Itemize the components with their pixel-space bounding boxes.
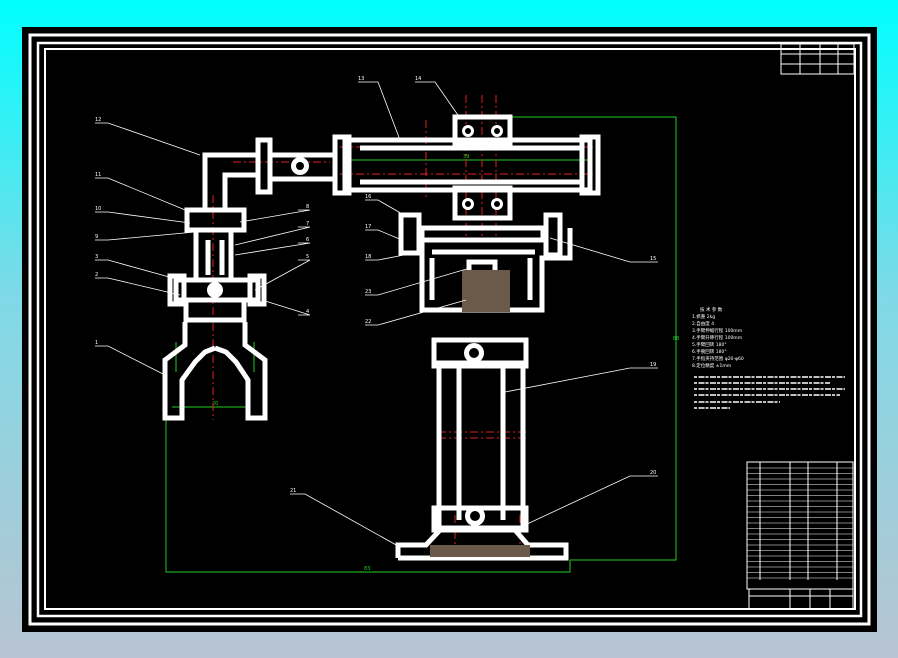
- gripper-right-finger: [214, 322, 268, 421]
- label-12: 12: [95, 117, 101, 123]
- dim-right-height: 88: [673, 336, 679, 342]
- label-14: 14: [415, 76, 421, 82]
- label-13: 13: [358, 76, 364, 82]
- guide-block-top: [452, 114, 513, 148]
- hatched-base: [430, 545, 530, 557]
- label-11: 11: [95, 172, 101, 178]
- border-line-3: [44, 48, 856, 610]
- label-6: 6: [306, 237, 309, 243]
- label-18: 18: [365, 254, 371, 260]
- label-4: 4: [306, 309, 309, 315]
- hatched-shaft: [462, 270, 510, 312]
- outer-frame: [22, 27, 877, 632]
- label-3: 3: [95, 254, 98, 260]
- note-3: 3.手臂伸缩行程 100mm: [692, 327, 742, 334]
- note-1: 1.抓重 2kg: [692, 313, 715, 320]
- label-21: 21: [290, 488, 296, 494]
- label-7: 7: [306, 221, 309, 227]
- gripper-neck: [183, 302, 247, 323]
- gripper-left-nut: [167, 273, 187, 307]
- label-19: 19: [650, 362, 656, 368]
- waist-plate: [416, 225, 546, 243]
- note-4: 4.手臂升降行程 100mm: [692, 334, 742, 341]
- label-1: 1: [95, 340, 98, 346]
- title-block: [748, 588, 854, 610]
- arm-end-cap-right: [579, 134, 601, 196]
- waist-flange-right: [543, 212, 563, 258]
- note-8: 8.定位精度 ±1mm: [692, 362, 731, 369]
- parts-list-table: [746, 461, 854, 590]
- note-5: 5.手臂回转 180°: [692, 341, 727, 348]
- note-6: 6.手腕回转 180°: [692, 348, 727, 355]
- dim-arm-bore: 39: [463, 154, 469, 160]
- border-line-2: [36, 41, 863, 618]
- label-9: 9: [95, 234, 98, 240]
- label-20: 20: [650, 470, 656, 476]
- label-22: 22: [365, 319, 371, 325]
- label-2: 2: [95, 272, 98, 278]
- column-top-clamp: [431, 337, 529, 369]
- label-15: 15: [650, 256, 656, 262]
- note-7: 7.手指夹持范围 φ20-φ60: [692, 355, 744, 362]
- gripper-left-finger: [162, 322, 216, 421]
- requirements-text: [694, 376, 845, 409]
- gripper-right-nut: [247, 273, 267, 307]
- parts-list-rows: [747, 467, 853, 579]
- technical-notes: 技 术 参 数 1.抓重 2kg 2.自由度 4 3.手臂伸缩行程 100mm …: [692, 306, 744, 369]
- label-5: 5: [306, 254, 309, 260]
- drawing-code-box: [780, 43, 855, 75]
- note-2: 2.自由度 4: [692, 320, 714, 327]
- arm-coupling: [255, 137, 273, 195]
- label-10: 10: [95, 206, 101, 212]
- joint-holes-inner: [296, 128, 500, 521]
- gripper-crossbar: [173, 277, 261, 303]
- label-23: 23: [365, 289, 371, 295]
- dim-jaw-width: 20: [212, 401, 218, 407]
- dimension-lines: [165, 116, 677, 573]
- dim-bottom-span: 83: [364, 566, 370, 572]
- leader-lines: [95, 81, 658, 547]
- label-17: 17: [365, 224, 371, 230]
- lift-housing: [419, 228, 573, 313]
- arm-cylinder: [342, 137, 593, 193]
- part-labels: 12 11 10 9 3 2 1 8 7 6 5 4 13 14 16 17 1…: [95, 76, 656, 494]
- label-16: 16: [365, 194, 371, 200]
- border-line-1: [28, 33, 871, 626]
- notes-title: 技 术 参 数: [700, 306, 723, 313]
- label-8: 8: [306, 204, 309, 210]
